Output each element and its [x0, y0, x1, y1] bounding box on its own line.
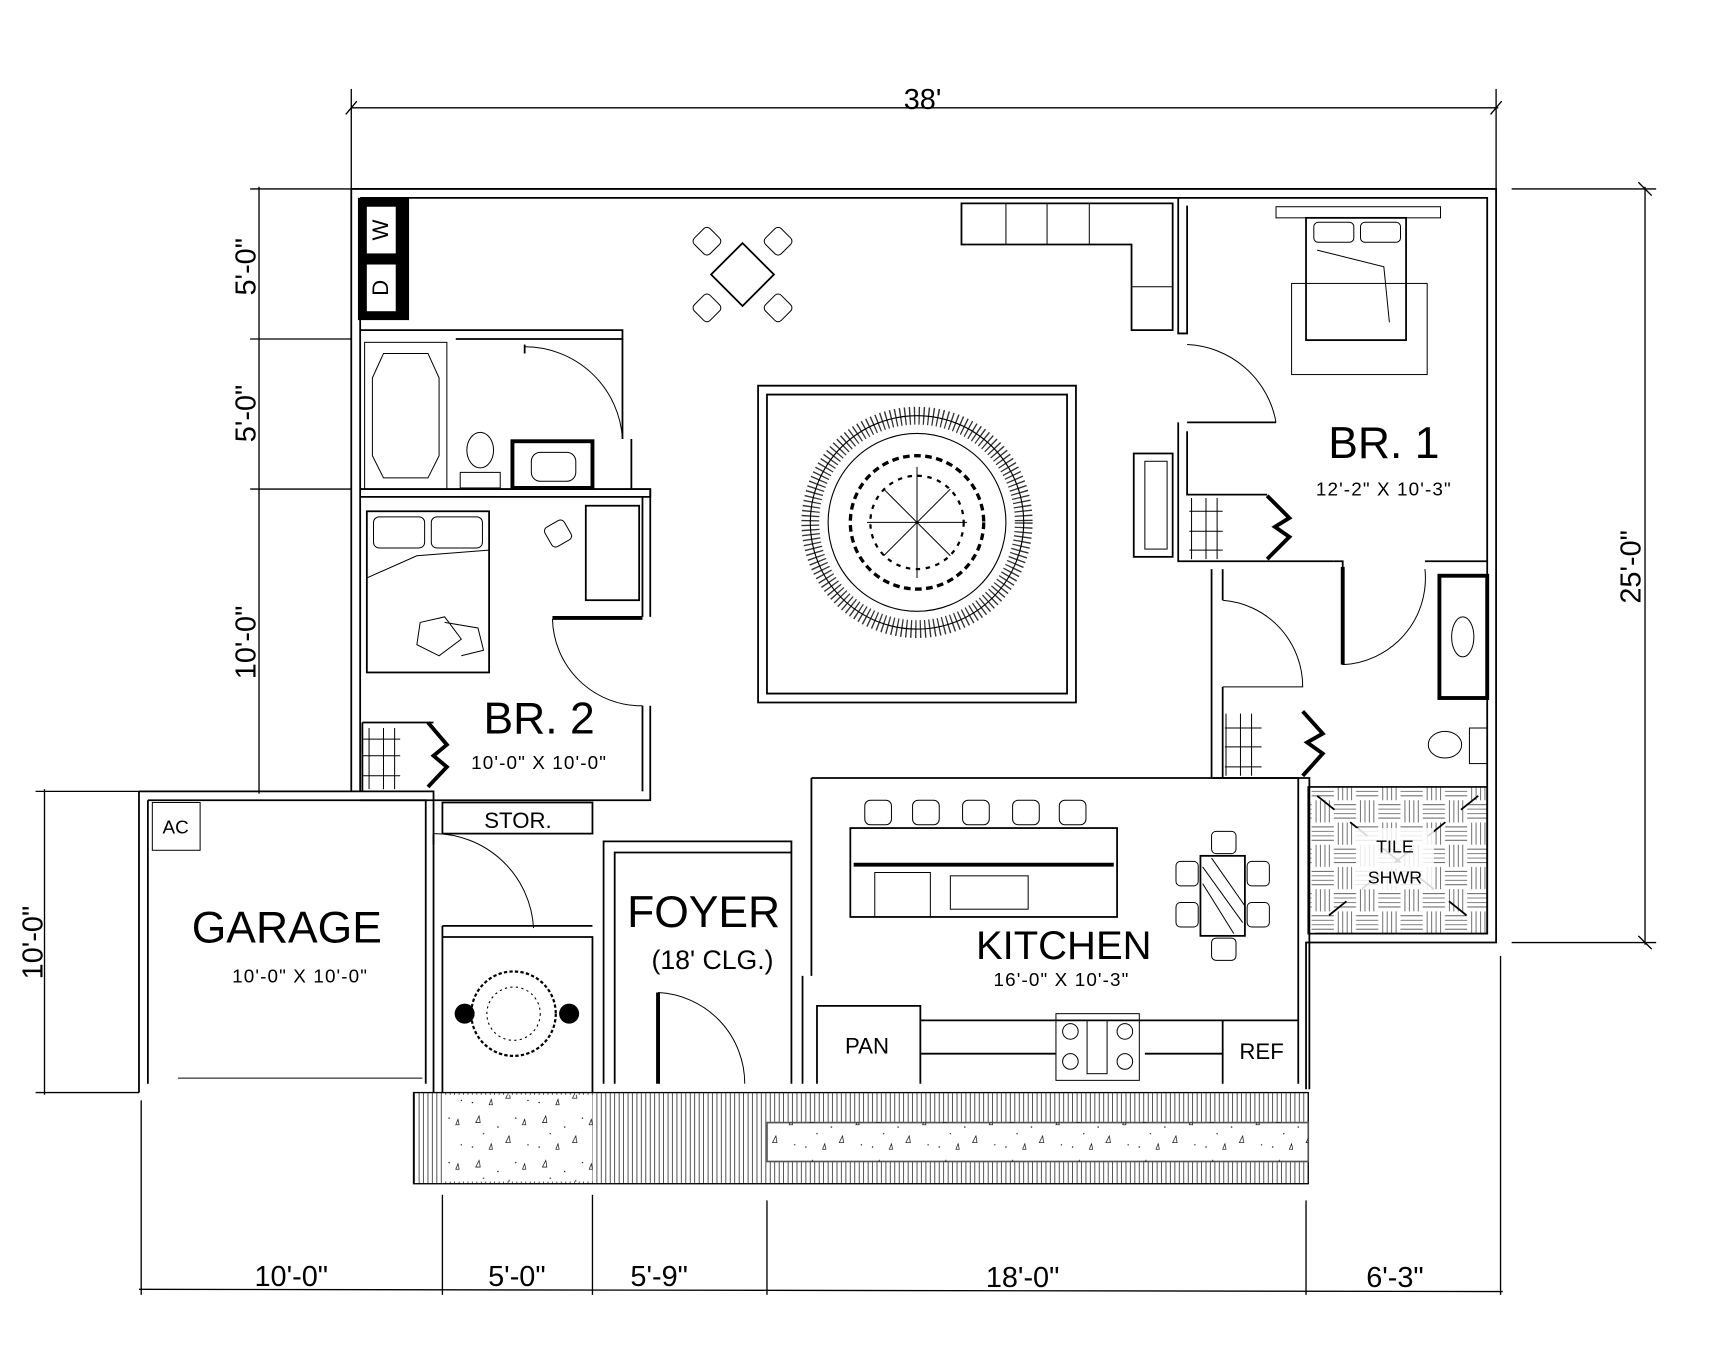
dining-table — [709, 241, 776, 308]
entry-door-swing — [658, 992, 746, 1084]
room-name: KITCHEN — [976, 924, 1152, 968]
shower-label: SHWR — [1368, 868, 1422, 888]
foyer: FOYER (18' CLG.) — [602, 840, 793, 1084]
dimension-label: 5'-0" — [231, 238, 263, 296]
toilet — [1427, 730, 1463, 759]
closet — [361, 721, 450, 792]
bar-stools — [864, 799, 1087, 826]
room-name: GARAGE — [192, 904, 382, 953]
bathroom-2 — [360, 329, 652, 498]
dimension-label: 5'-0" — [231, 385, 263, 443]
room-name: BR. 1 — [1328, 419, 1439, 468]
door-swing — [1187, 344, 1277, 423]
bed — [1305, 216, 1407, 342]
dimension-label: 5'-9" — [630, 1261, 688, 1293]
bathtub — [371, 352, 440, 479]
dimension-label: 38' — [904, 84, 942, 116]
tree — [848, 454, 986, 591]
garage: AC GARAGE 10'-0" X 10'-0" — [151, 801, 535, 988]
bedroom-1: BR. 1 12'-2" X 10'-3" — [1177, 197, 1452, 563]
storage-label: STOR. — [484, 808, 552, 833]
ceiling-note: (18' CLG.) — [651, 945, 773, 975]
dryer-label: D — [368, 280, 393, 296]
storage-closet: STOR. — [441, 801, 594, 835]
dimension-overall-width: 38' — [345, 84, 1503, 189]
planter-courtyard — [441, 924, 594, 1093]
bedroom-2: BR. 2 10'-0" X 10'-0" — [360, 489, 652, 802]
door-swing — [524, 346, 623, 440]
bathroom-1: TILE SHWR — [1210, 560, 1490, 1090]
toilet — [466, 431, 495, 469]
door-swing — [433, 833, 535, 929]
closet — [1224, 710, 1326, 778]
sectional-sofa — [960, 202, 1174, 331]
vanity-sink — [1437, 573, 1490, 700]
dimension-label: 10'-0" — [231, 606, 263, 680]
dimension-garage-depth: 10'-0" — [17, 789, 139, 1095]
dining-set — [1175, 830, 1270, 961]
room-size: 10'-0" X 10'-0" — [471, 753, 607, 774]
dimension-label: 18'-0" — [986, 1262, 1060, 1294]
ac-unit — [151, 801, 201, 851]
sofa — [1132, 452, 1174, 558]
dimension-label: 10'-0" — [17, 906, 49, 980]
refrigerator-label: REF — [1239, 1039, 1283, 1064]
washer-label: W — [368, 220, 393, 241]
door-swing — [1222, 599, 1304, 688]
room-name: FOYER — [627, 888, 780, 937]
kitchen-island — [849, 827, 1118, 918]
shower-label: TILE — [1376, 837, 1414, 857]
front-porch — [412, 1091, 1310, 1185]
dimension-label: 5'-0" — [488, 1261, 545, 1293]
dimension-overall-depth: 25'-0" — [1511, 181, 1657, 950]
range-stove — [1055, 1013, 1140, 1081]
dimension-label: 10'-0" — [254, 1261, 328, 1293]
exterior-walls — [138, 188, 1497, 1093]
shrub — [559, 1003, 580, 1024]
dimension-bottom-segments: 10'-0" 5'-0" 5'-9" 18'-0" 6'-3" — [138, 955, 1503, 1295]
desk — [584, 504, 641, 602]
room-size: 10'-0" X 10'-0" — [232, 967, 368, 988]
shrub — [454, 1003, 475, 1024]
living-area — [578, 188, 1174, 558]
dimension-left-segments: 5'-0" 5'-0" 10'-0" — [231, 186, 352, 794]
washer-dryer: W D — [357, 197, 410, 321]
rug — [1291, 282, 1428, 376]
room-name: BR. 2 — [484, 695, 595, 744]
room-size: 12'-2" X 10'-3" — [1316, 480, 1452, 501]
headboard — [1275, 206, 1442, 219]
kitchen-sink — [949, 875, 1029, 910]
dimension-label: 25'-0" — [1616, 530, 1648, 604]
tile-shower: TILE SHWR — [1307, 786, 1489, 935]
tree — [470, 970, 557, 1058]
door-swing — [551, 619, 643, 707]
pantry-label: PAN — [845, 1034, 889, 1059]
vanity-sink — [510, 439, 595, 490]
door-swing — [1342, 569, 1426, 666]
bed — [365, 510, 490, 674]
room-size: 16'-0" X 10'-3" — [994, 970, 1130, 991]
center-courtyard — [757, 384, 1077, 704]
dimension-label: 6'-3" — [1366, 1262, 1424, 1294]
kitchen: PAN REF KITCHEN 16'-0" X 10'-3" — [801, 777, 1300, 1084]
ac-label: AC — [163, 818, 189, 839]
closet — [1189, 494, 1293, 561]
